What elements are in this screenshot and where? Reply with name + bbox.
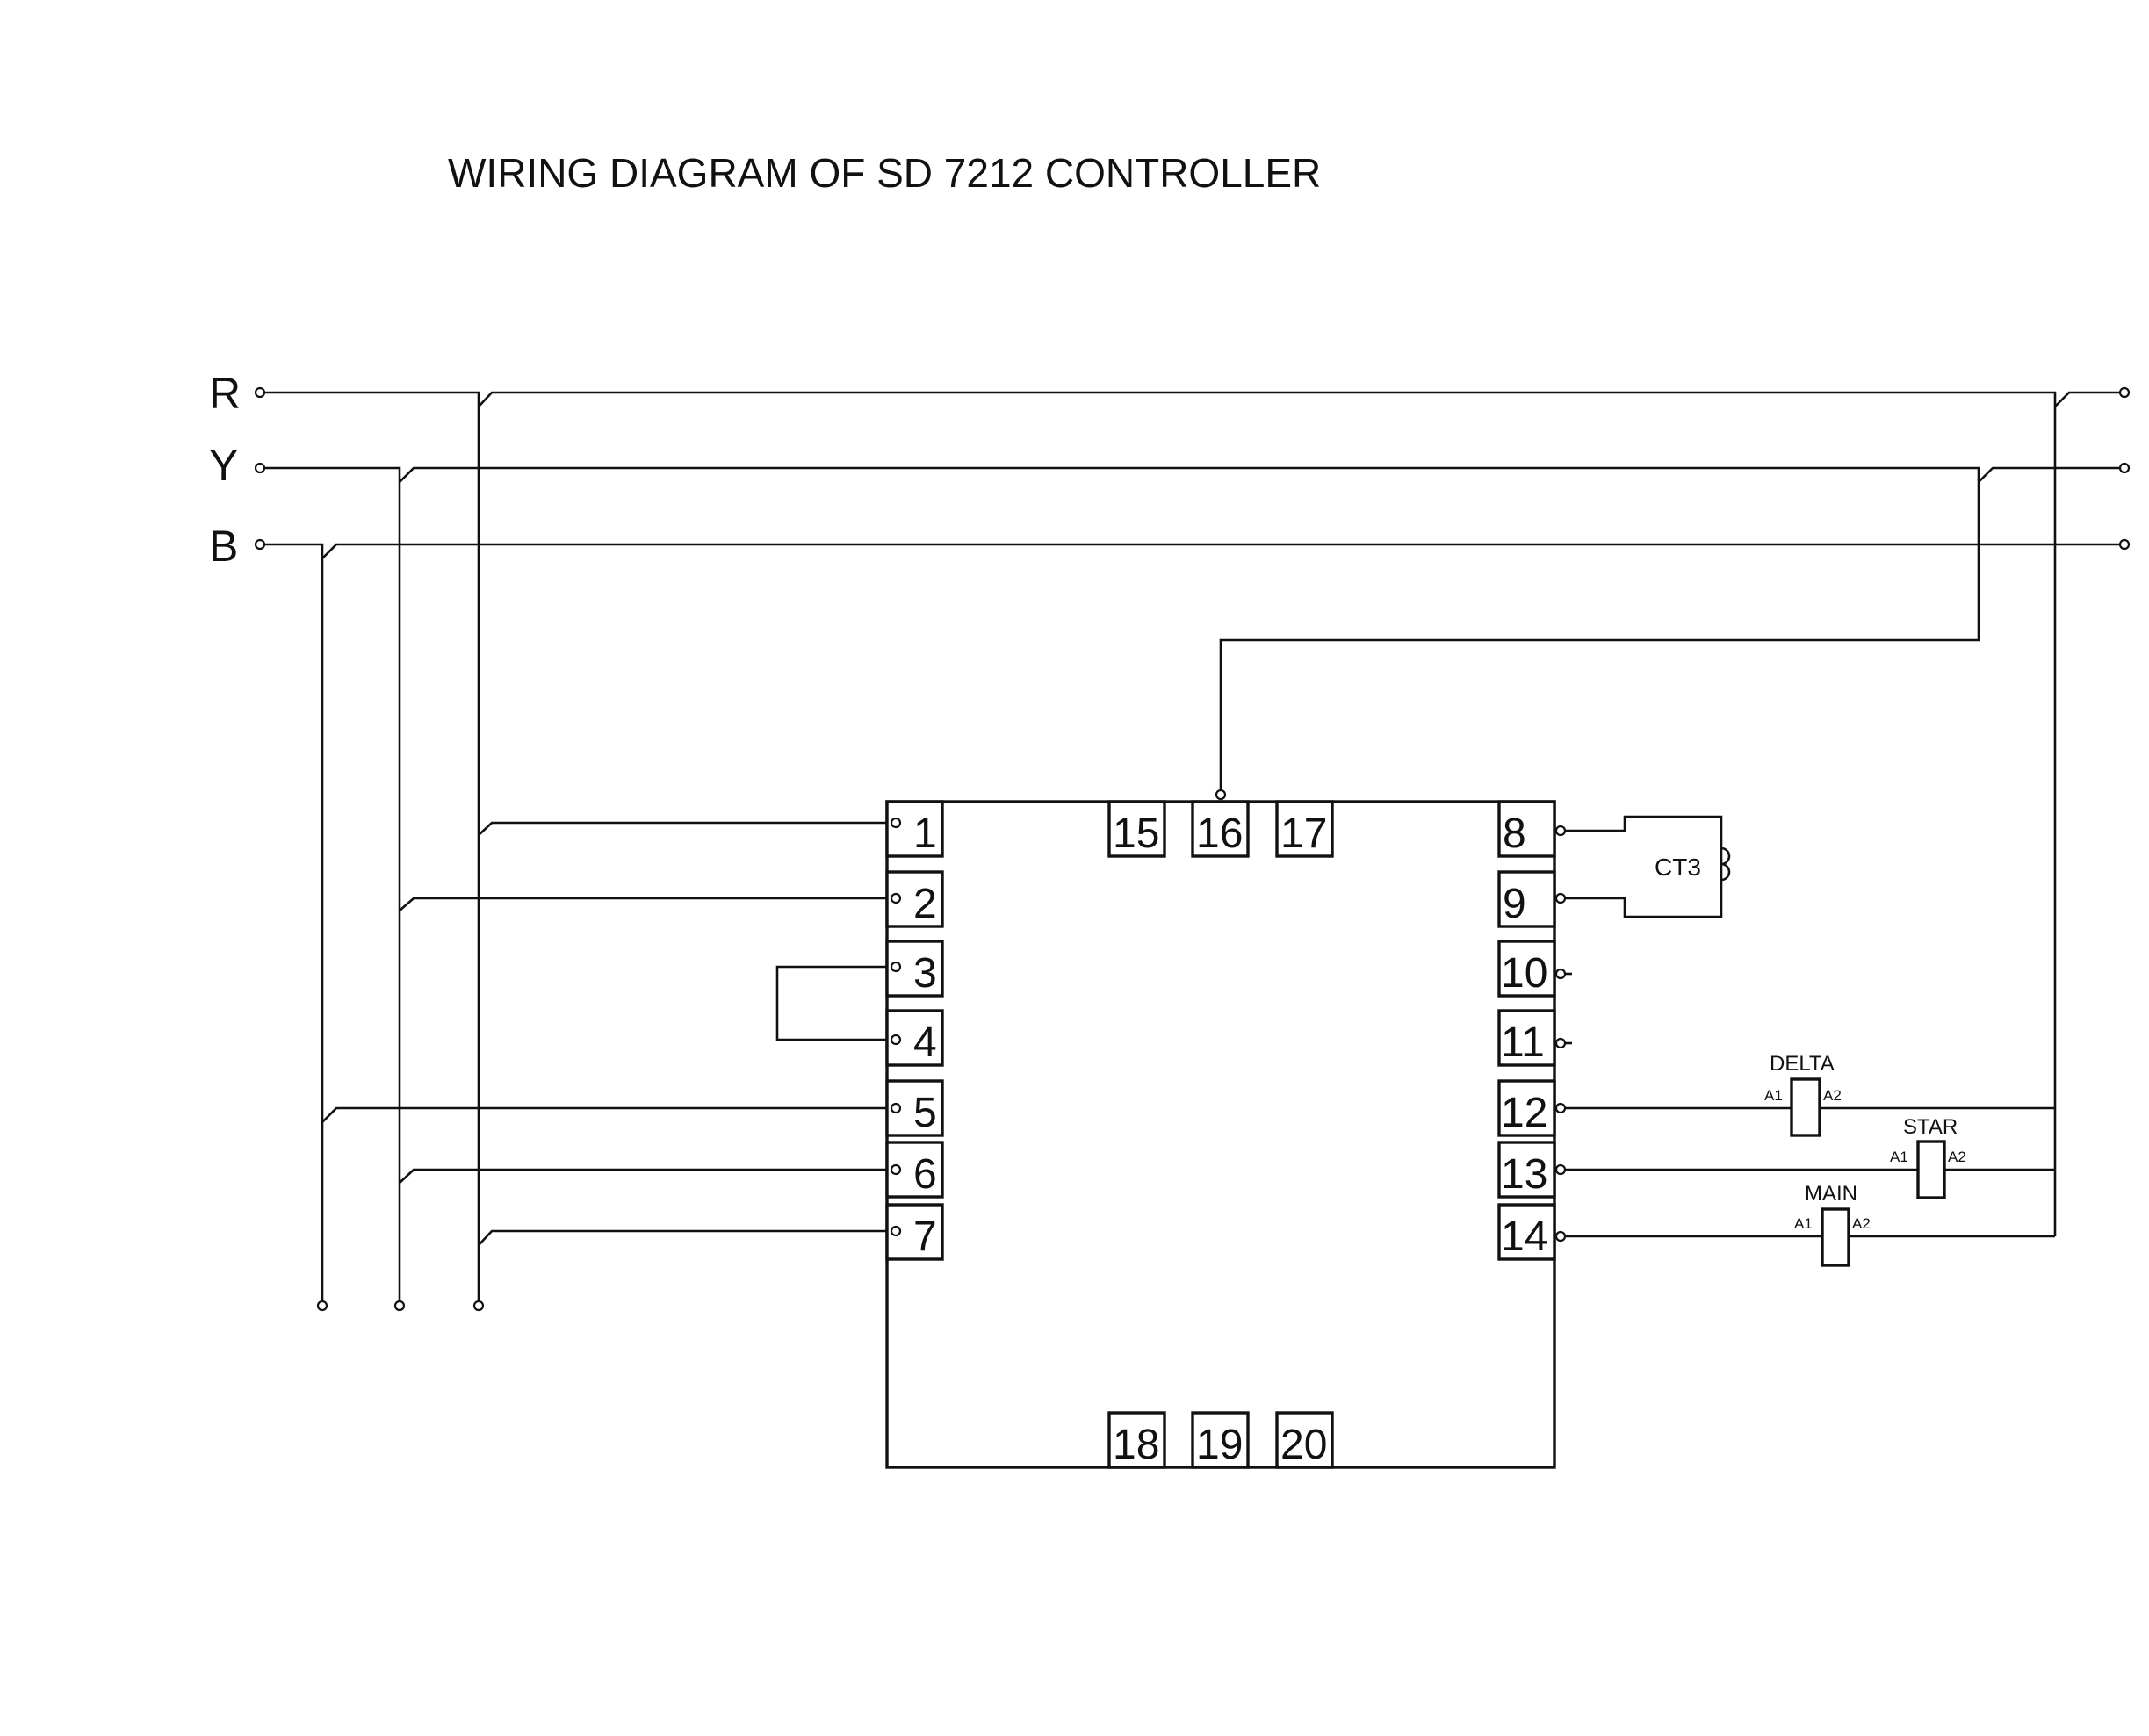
terminal-box-20 (1275, 1411, 1334, 1469)
terminal-box-13 (1497, 1141, 1556, 1199)
terminal-node-9 (1554, 892, 1567, 904)
terminal-box-12 (1497, 1079, 1556, 1137)
star-a2-label: A2 (1948, 1149, 1966, 1165)
terminal-box-5 (885, 1079, 944, 1137)
terminal-label-16: 16 (1196, 810, 1243, 857)
terminal-node-14 (1554, 1230, 1567, 1243)
main-coil (1821, 1207, 1850, 1267)
terminal-label-9: 9 (1503, 881, 1526, 927)
left-terminals: 1 2 3 4 5 6 7 (885, 800, 944, 1261)
phase-b-bus (260, 543, 2119, 1306)
terminal-label-19: 19 (1196, 1422, 1243, 1468)
terminal-node-16 (1215, 789, 1227, 801)
delta-coil (1790, 1077, 1821, 1137)
terminal-node-4 (890, 1034, 902, 1046)
terminal-box-14 (1497, 1203, 1556, 1261)
phase-label-r: R (209, 369, 241, 418)
bottom-terminals: 18 19 20 (1107, 1411, 1334, 1469)
delta-label: DELTA (1770, 1052, 1835, 1076)
phase-b-bottom-node (316, 1300, 328, 1312)
terminal-label-10: 10 (1501, 950, 1547, 997)
terminal-label-2: 2 (913, 881, 937, 927)
controller-body (885, 800, 1556, 1469)
terminal-label-12: 12 (1501, 1090, 1547, 1136)
ct3-label: CT3 (1655, 854, 1701, 881)
terminal-label-18: 18 (1113, 1422, 1159, 1468)
terminal-box-8 (1497, 800, 1556, 858)
terminal-box-10 (1497, 940, 1556, 998)
phase-y-output-node (2118, 462, 2131, 474)
contactor-main: MAIN A1 A2 (1554, 1182, 2055, 1267)
terminal-node-7 (890, 1225, 902, 1237)
terminal-box-15 (1107, 800, 1166, 858)
phase-y-bus (260, 466, 2119, 1306)
terminal-label-13: 13 (1501, 1151, 1547, 1198)
star-label: STAR (1903, 1115, 1958, 1139)
terminal-label-4: 4 (913, 1019, 937, 1066)
terminal-label-15: 15 (1113, 810, 1159, 857)
phase-b-input-node (254, 538, 266, 551)
phase-label-b: B (209, 522, 238, 571)
ct3-current-transformer: CT3 (1554, 815, 1731, 918)
top-terminals: 15 16 17 (1107, 789, 1334, 858)
main-label: MAIN (1805, 1182, 1857, 1206)
left-terminal-wiring (321, 821, 891, 1246)
terminal-node-1 (890, 817, 902, 829)
terminal-label-11: 11 (1501, 1019, 1545, 1066)
terminal-box-18 (1107, 1411, 1166, 1469)
phase-r-bus (260, 391, 2119, 1306)
star-coil (1916, 1140, 1946, 1199)
terminal-node-3 (890, 961, 902, 973)
terminal-node-10 (1554, 968, 1567, 980)
terminal-box-16 (1191, 800, 1250, 858)
delta-a2-label: A2 (1823, 1087, 1842, 1104)
phase-label-y: Y (209, 441, 238, 490)
main-a1-label: A1 (1794, 1215, 1813, 1232)
terminal-node-13 (1554, 1163, 1567, 1176)
terminal-node-12 (1554, 1102, 1567, 1114)
right-terminals: 8 9 10 11 12 13 14 (1497, 800, 1556, 1261)
terminal-box-19 (1191, 1411, 1250, 1469)
phase-r-input-node (254, 386, 266, 399)
terminal-node-2 (890, 892, 902, 904)
terminal-box-3 (885, 940, 944, 998)
terminal-label-17: 17 (1280, 810, 1327, 857)
terminal-node-11 (1554, 1037, 1567, 1049)
phase-r-output-node (2118, 386, 2131, 399)
main-a2-label: A2 (1852, 1215, 1871, 1232)
terminal-box-17 (1275, 800, 1334, 858)
phase-b-output-node (2118, 538, 2131, 551)
phase-r-bottom-node (472, 1300, 485, 1312)
contactor-delta: DELTA A1 A2 (1554, 1052, 2055, 1137)
diagram-title: WIRING DIAGRAM OF SD 7212 CONTROLLER (448, 150, 1321, 196)
terminal-box-1 (885, 800, 944, 858)
terminal-label-1: 1 (913, 810, 937, 857)
phase-y-bottom-node (393, 1300, 406, 1312)
terminal-label-3: 3 (913, 950, 937, 997)
contactor-star: STAR A1 A2 (1554, 1115, 2055, 1199)
terminal-label-5: 5 (913, 1090, 937, 1136)
phase-y-input-node (254, 462, 266, 474)
terminal-box-11 (1497, 1009, 1556, 1067)
terminal-label-6: 6 (913, 1151, 937, 1198)
terminal-label-7: 7 (913, 1214, 937, 1260)
terminal-label-14: 14 (1501, 1214, 1547, 1260)
terminal-10-11-stubs (1554, 968, 1572, 1049)
terminal-label-8: 8 (1503, 810, 1526, 857)
terminal-node-8 (1554, 825, 1567, 837)
terminal-node-5 (890, 1102, 902, 1114)
delta-a1-label: A1 (1764, 1087, 1783, 1104)
terminal-label-20: 20 (1280, 1422, 1327, 1468)
terminal-box-9 (1497, 870, 1556, 928)
star-a1-label: A1 (1890, 1149, 1908, 1165)
terminal-node-6 (890, 1163, 902, 1176)
